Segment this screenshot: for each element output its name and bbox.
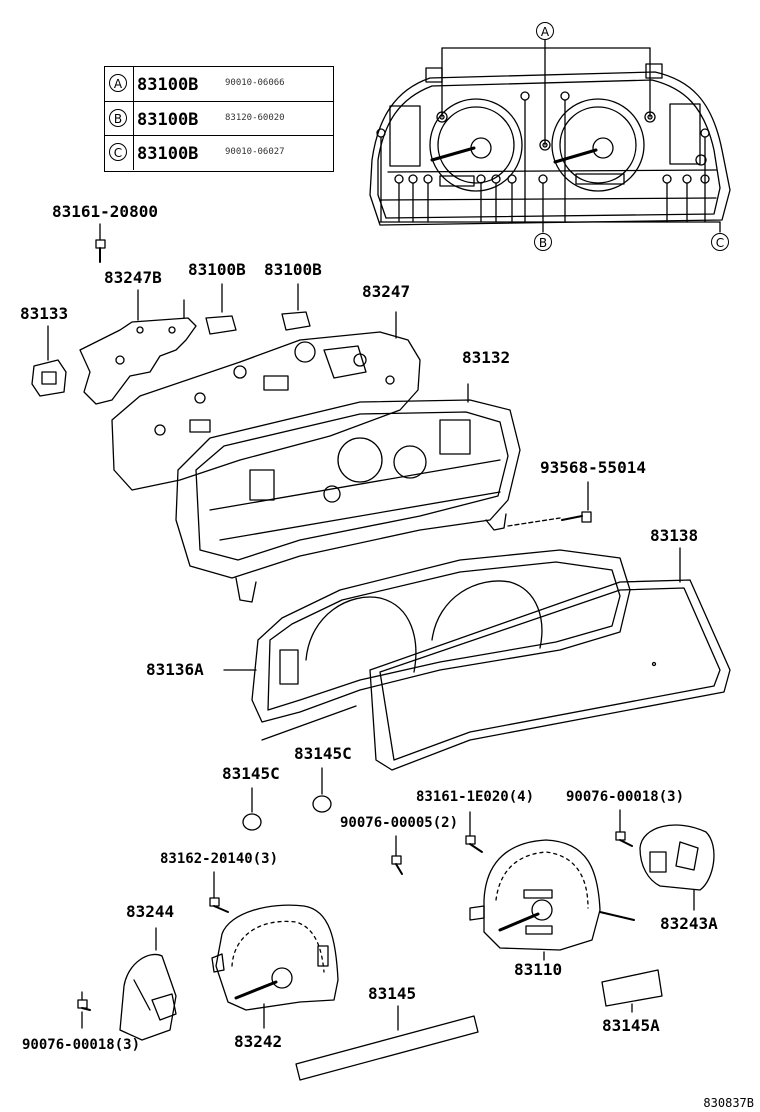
legend-row-b: B 83100B 83120-60020 — [105, 101, 333, 136]
callout-c-marker: C — [711, 233, 729, 251]
part-83145A-plate — [601, 969, 663, 1013]
label-83145A: 83145A — [602, 1016, 660, 1035]
label-83110: 83110 — [514, 960, 563, 979]
part-83133-connector — [31, 325, 67, 397]
label-83247: 83247 — [362, 282, 411, 301]
label-90076-00005: 90076-00005(2) — [340, 815, 459, 831]
label-83133: 83133 — [20, 304, 69, 323]
label-83100B-right: 83100B — [264, 260, 322, 279]
legend-key-cell: A — [105, 67, 134, 101]
part-83145C-lens-pair — [242, 767, 332, 831]
label-83247B: 83247B — [104, 268, 162, 287]
catalog-number: 830837B — [703, 1096, 754, 1110]
part-83243A-gauge — [639, 824, 715, 911]
part-83145-strip — [295, 1005, 479, 1081]
callout-b-circle: B — [109, 109, 127, 127]
callout-a-marker: A — [536, 22, 554, 40]
label-83145C-right: 83145C — [294, 744, 352, 763]
legend-part-number: 83100B — [137, 144, 199, 164]
legend-key-cell: B — [105, 102, 134, 136]
part-83136A-dial-plate — [223, 549, 631, 741]
legend-row-a: A 83100B 90010-06066 — [105, 67, 333, 101]
label-83145C-left: 83145C — [222, 764, 280, 783]
label-83243A: 83243A — [660, 914, 718, 933]
label-83136A: 83136A — [146, 660, 204, 679]
legend-code: 90010-06027 — [225, 147, 285, 157]
part-83242-tachometer — [211, 904, 339, 1029]
label-83242: 83242 — [234, 1032, 283, 1051]
label-93568-55014: 93568-55014 — [540, 458, 646, 477]
part-83110-speedometer — [469, 839, 635, 961]
label-83244: 83244 — [126, 902, 175, 921]
label-83161-20800: 83161-20800 — [52, 202, 158, 221]
legend-part-number: 83100B — [137, 110, 199, 130]
part-83244-gauge — [119, 927, 177, 1041]
bulb-socket-pair — [205, 283, 311, 335]
label-83145: 83145 — [368, 984, 417, 1003]
legend-code: 83120-60020 — [225, 113, 285, 123]
legend-table: A 83100B 90010-06066 B 83100B 83120-6002… — [104, 66, 334, 172]
screw-83161-20800 — [95, 223, 106, 263]
label-90076-00018-bottom: 90076-00018(3) — [22, 1037, 141, 1053]
meter-rear-view — [369, 39, 731, 233]
legend-part-number: 83100B — [137, 75, 199, 95]
label-83162-20140: 83162-20140(3) — [160, 851, 279, 867]
callout-a-circle: A — [109, 74, 127, 92]
part-83132-case — [175, 383, 521, 603]
label-83138: 83138 — [650, 526, 699, 545]
callout-c-circle: C — [109, 143, 127, 161]
callout-b-marker: B — [534, 233, 552, 251]
screw-group-lower — [77, 809, 633, 1029]
legend-code: 90010-06066 — [225, 78, 285, 88]
label-83132: 83132 — [462, 348, 511, 367]
part-83138-glass — [369, 547, 731, 771]
part-83247B-circuit — [79, 289, 197, 405]
label-83161-1E020: 83161-1E020(4) — [416, 789, 535, 805]
legend-row-c: C 83100B 90010-06027 — [105, 135, 333, 170]
label-90076-00018-top: 90076-00018(3) — [566, 789, 685, 805]
screw-93568-55014 — [507, 481, 592, 527]
label-83100B-left: 83100B — [188, 260, 246, 279]
part-83247-circuit-board — [111, 311, 421, 491]
legend-key-cell: C — [105, 136, 134, 170]
